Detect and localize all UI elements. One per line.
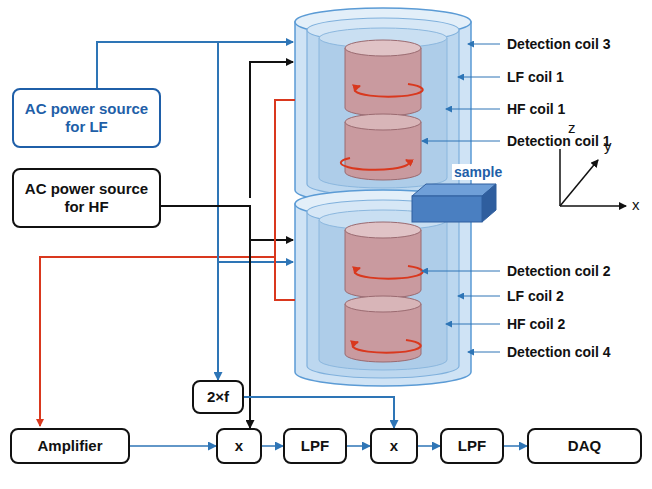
sample-label: sample [452,164,504,180]
coil-label: Detection coil 2 [505,263,612,279]
coil-label: Detection coil 1 [505,133,612,149]
box-label: AC power source for LF [14,100,159,136]
connector [504,445,527,447]
amplifier-box: Amplifier [10,428,130,464]
box-label: 2×f [203,388,233,406]
leader-lines [422,44,500,352]
box-label: AC power source for HF [14,180,159,216]
filter-box: LPF [283,428,347,464]
coil-label: HF coil 1 [505,101,567,117]
coil-label: LF coil 1 [505,69,566,85]
axis-label: z [566,120,578,136]
box-label: x [386,437,402,455]
box-label: LPF [297,437,333,455]
box-label: Amplifier [33,437,106,455]
box-label: x [231,437,247,455]
mixer-box: x [370,428,418,464]
power-source-box: AC power source for LF [12,88,161,148]
coil-label: Detection coil 3 [505,36,612,52]
connector [161,206,250,428]
daq-box: DAQ [527,428,642,464]
coil-label: LF coil 2 [505,288,566,304]
sample-block [412,184,496,222]
coil-label: HF coil 2 [505,316,567,332]
coil-label: Detection coil 4 [505,344,612,360]
axis-label: x [630,197,642,213]
frequency-doubler-box: 2×f [192,380,244,414]
filter-box: LPF [440,428,504,464]
axis-label: y [602,138,614,154]
power-source-box: AC power source for HF [12,168,161,228]
mixer-box: x [216,428,262,464]
upper-coil-assembly [295,8,471,204]
connector [262,445,283,447]
connector [418,445,440,447]
connector [244,397,394,428]
connector [347,445,370,447]
connector [130,445,216,447]
box-label: DAQ [564,437,605,455]
box-label: LPF [454,437,490,455]
